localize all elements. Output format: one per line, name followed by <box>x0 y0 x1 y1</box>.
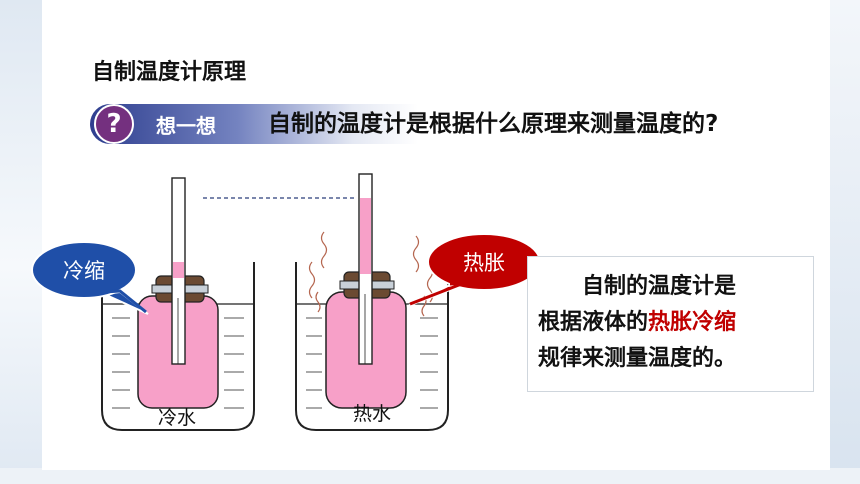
background-decoration-left <box>0 0 44 484</box>
hot-water-label: 热水 <box>353 403 391 425</box>
explanation-line-2: 根据液体的热胀冷缩 <box>538 305 803 341</box>
think-banner <box>90 104 418 144</box>
explanation-line-2-prefix: 根据液体的 <box>538 310 649 335</box>
background-decoration-right <box>828 0 860 484</box>
question-mark-icon: ? <box>94 104 134 144</box>
cold-bubble-text: 冷缩 <box>63 259 105 283</box>
explanation-line-1: 自制的温度计是 <box>582 274 737 299</box>
page-title: 自制温度计原理 <box>92 60 247 85</box>
hot-bubble-text: 热胀 <box>463 251 505 275</box>
hot-bottle <box>325 173 407 409</box>
cold-water-label: 冷水 <box>158 407 196 429</box>
explanation-highlight: 热胀冷缩 <box>648 310 737 335</box>
explanation-line-3: 规律来测量温度的。 <box>538 346 737 371</box>
cold-speech-bubble <box>31 241 149 315</box>
background-decoration-bottom <box>0 468 860 484</box>
think-label: 想一想 <box>156 114 216 138</box>
cold-bottle <box>137 177 219 409</box>
hot-speech-bubble <box>407 233 541 307</box>
explanation-box: 自制的温度计是 根据液体的热胀冷缩 规律来测量温度的。 <box>527 256 814 392</box>
question-text: 自制的温度计是根据什么原理来测量温度的? <box>268 111 719 137</box>
